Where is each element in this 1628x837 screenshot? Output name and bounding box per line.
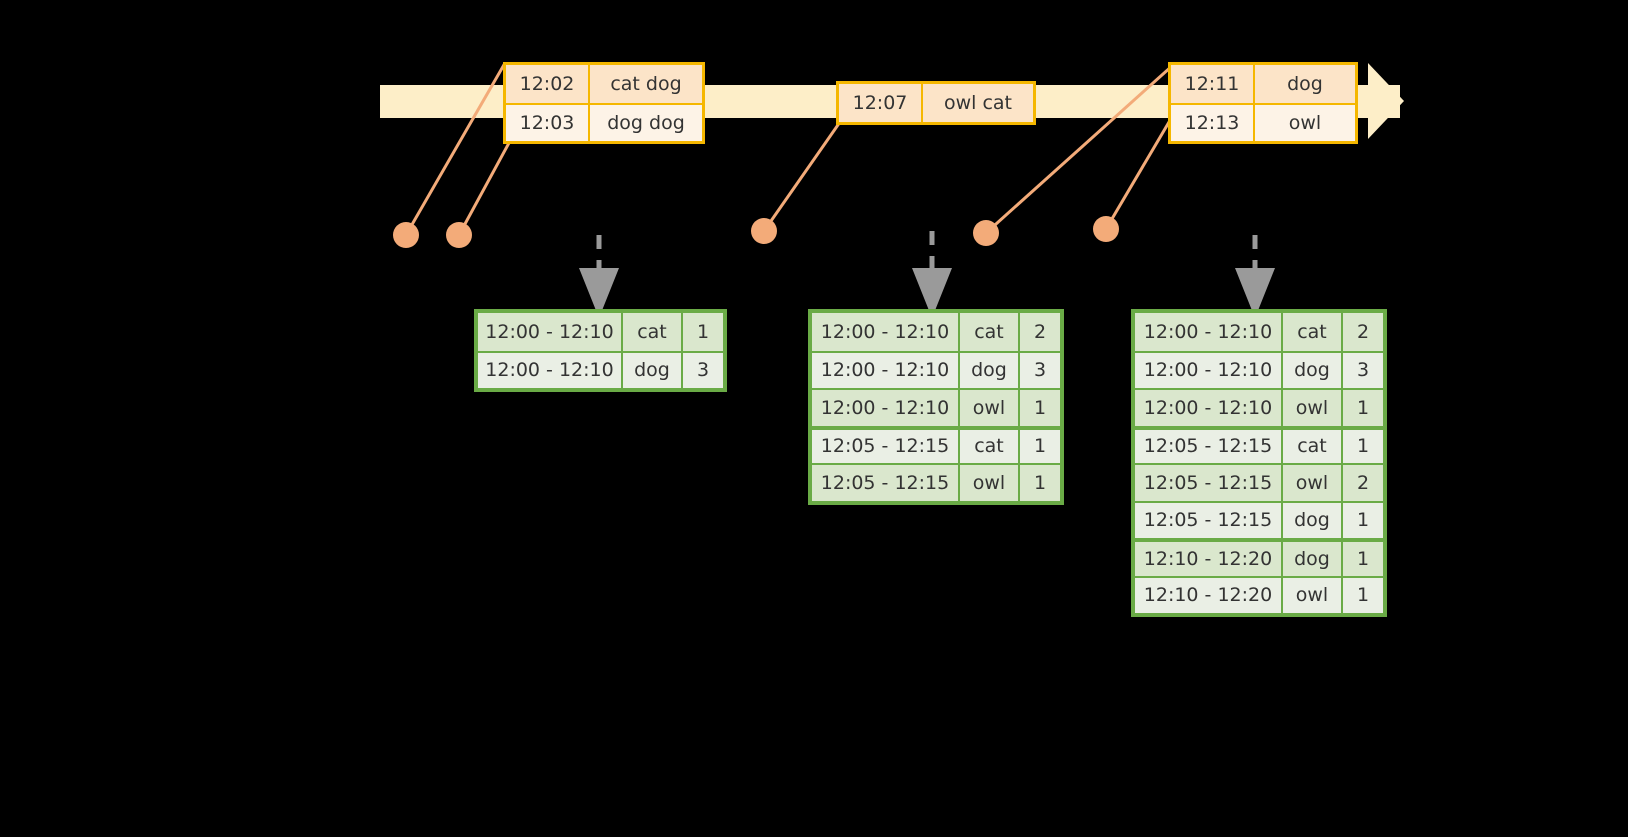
event-payload: dog dog — [607, 112, 685, 134]
cell-window: 12:05 - 12:15 — [812, 465, 960, 501]
down-arrows-group — [579, 231, 1275, 318]
cell-key: cat — [1283, 313, 1343, 351]
cell-key: owl — [960, 465, 1020, 501]
event-row: 12:03 dog dog — [506, 103, 702, 141]
cell-window: 12:10 - 12:20 — [1135, 542, 1283, 576]
event-time: 12:07 — [839, 84, 923, 122]
event-dot-4 — [973, 220, 999, 246]
event-payload: owl — [1288, 112, 1322, 134]
timeline-arrowhead-icon — [1368, 63, 1404, 139]
cell-count: 1 — [1033, 471, 1047, 494]
cell-key: owl — [1283, 390, 1343, 426]
connector-line-2 — [457, 129, 518, 236]
cell-window: 12:00 - 12:10 — [812, 313, 960, 351]
event-row: 12:02 cat dog — [506, 65, 702, 103]
cell-key: cat — [623, 313, 683, 351]
cell-window: 12:05 - 12:15 — [812, 429, 960, 463]
cell-window: 12:00 - 12:10 — [1135, 313, 1283, 351]
cell-window: 12:05 - 12:15 — [1135, 465, 1283, 501]
cell-key: owl — [1283, 577, 1343, 613]
cell-key: cat — [1283, 429, 1343, 463]
cell-key: owl — [1283, 465, 1343, 501]
cell-count: 1 — [1356, 396, 1370, 419]
cell-window: 12:00 - 12:10 — [1135, 390, 1283, 426]
cell-count: 1 — [1033, 435, 1047, 458]
event-payload: owl cat — [943, 92, 1013, 114]
cell-window: 12:10 - 12:20 — [1135, 577, 1283, 613]
cell-key: dog — [960, 352, 1020, 388]
event-box-2[interactable]: 12:07 owl cat — [836, 81, 1036, 125]
cell-key: owl — [960, 390, 1020, 426]
event-dot-1 — [393, 222, 419, 248]
connector-line-3 — [762, 121, 842, 232]
event-payload: cat dog — [610, 73, 682, 95]
cell-window: 12:00 - 12:10 — [812, 390, 960, 426]
cell-key: cat — [960, 313, 1020, 351]
cell-window: 12:05 - 12:15 — [1135, 429, 1283, 463]
event-row: 12:07 owl cat — [839, 84, 1033, 122]
event-row: 12:13 owl — [1171, 103, 1355, 141]
event-time: 12:02 — [506, 65, 590, 103]
cell-count: 2 — [1356, 471, 1370, 494]
event-box-1[interactable]: 12:02 cat dog 12:03 dog dog — [503, 62, 705, 144]
event-payload: dog — [1287, 73, 1323, 95]
cell-count: 1 — [1356, 435, 1370, 458]
event-time: 12:11 — [1171, 65, 1255, 103]
cell-count: 1 — [1356, 547, 1370, 570]
cell-count: 3 — [1356, 359, 1370, 382]
event-dot-2 — [446, 222, 472, 248]
cell-window: 12:00 - 12:10 — [478, 313, 623, 351]
cell-count: 3 — [696, 359, 710, 382]
cell-count: 1 — [1356, 509, 1370, 532]
cell-count: 2 — [1356, 320, 1370, 343]
cell-count: 1 — [1033, 396, 1047, 419]
cell-count: 1 — [696, 320, 710, 343]
event-dot-5 — [1093, 216, 1119, 242]
cell-key: dog — [1283, 352, 1343, 388]
cell-count: 2 — [1033, 320, 1047, 343]
cell-count: 1 — [1356, 584, 1370, 607]
connector-line-5 — [1104, 116, 1174, 230]
cell-key: dog — [623, 352, 683, 388]
cell-key: dog — [1283, 502, 1343, 538]
event-row: 12:11 dog — [1171, 65, 1355, 103]
cell-window: 12:00 - 12:10 — [1135, 352, 1283, 388]
event-time: 12:03 — [506, 105, 590, 141]
cell-window: 12:05 - 12:15 — [1135, 502, 1283, 538]
cell-key: dog — [1283, 542, 1343, 576]
event-box-3[interactable]: 12:11 dog 12:13 owl — [1168, 62, 1358, 144]
event-time: 12:13 — [1171, 105, 1255, 141]
cell-count: 3 — [1033, 359, 1047, 382]
cell-window: 12:00 - 12:10 — [812, 352, 960, 388]
cell-window: 12:00 - 12:10 — [478, 352, 623, 388]
event-dot-3 — [751, 218, 777, 244]
cell-key: cat — [960, 429, 1020, 463]
